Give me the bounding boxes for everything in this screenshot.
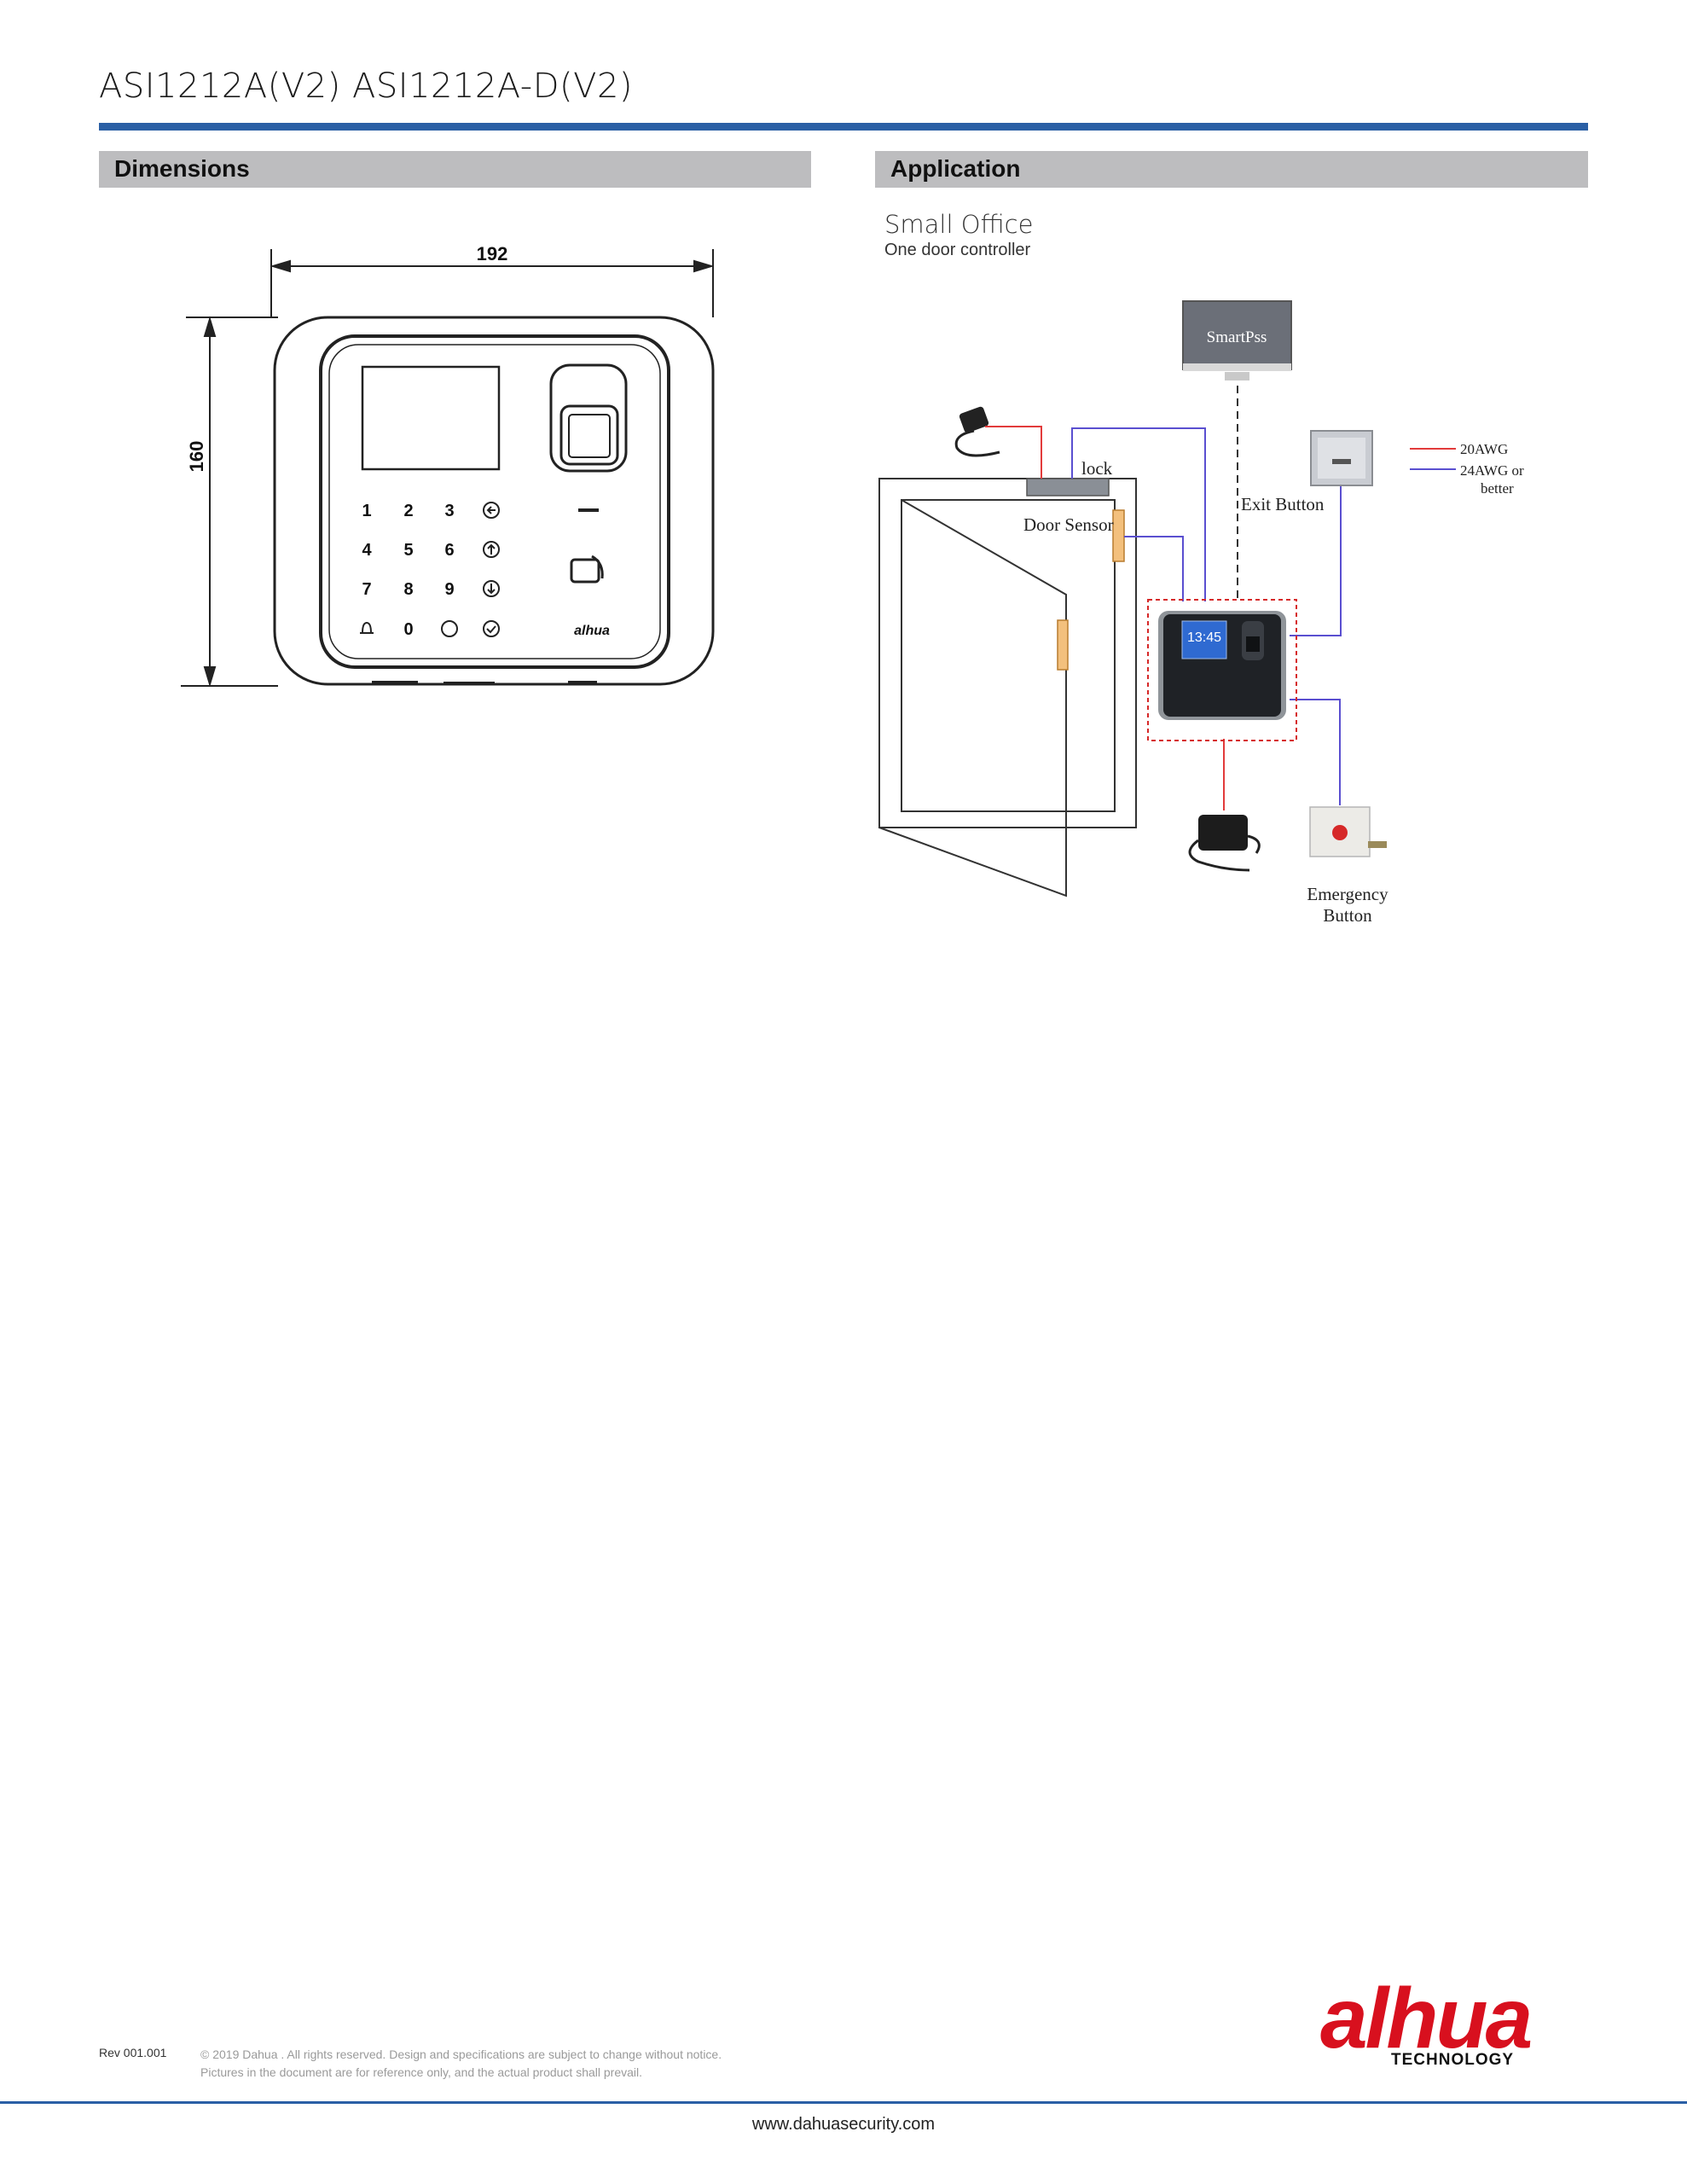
application-heading: Application <box>890 155 1021 182</box>
keypad-key: 0 <box>403 620 413 639</box>
keypad-key: 2 <box>403 502 413 520</box>
door-handle-sensor <box>1057 619 1069 671</box>
up-key-icon <box>483 541 500 558</box>
legend-24awg-label-2: better <box>1481 480 1514 497</box>
keypad-key: 7 <box>362 580 371 599</box>
keypad-key: 6 <box>444 541 454 560</box>
fingerprint-module <box>549 363 628 473</box>
copyright-line: Pictures in the document are for referen… <box>200 2065 643 2079</box>
footer-rule <box>0 2101 1687 2104</box>
document-title: ASI1212A(V2) ASI1212A-D(V2) <box>99 67 634 106</box>
revision-label: Rev 001.001 <box>99 2046 167 2059</box>
dimensions-heading: Dimensions <box>114 155 250 182</box>
lock-power-wire <box>985 426 1042 479</box>
fingerprint-sensor-window <box>568 414 611 458</box>
dahua-logo-subtitle: TECHNOLOGY <box>1391 2051 1515 2069</box>
keypad-key: 5 <box>403 541 413 560</box>
application-section-bar: Application <box>875 151 1588 188</box>
back-key-icon <box>483 502 500 519</box>
fingerprint-sensor-frame <box>559 404 619 466</box>
exit-button-label: Exit Button <box>1241 494 1325 514</box>
door-frame <box>878 478 1137 828</box>
application-subtitle: Small Office <box>884 210 1034 239</box>
card-reader-icon <box>570 558 600 584</box>
keypad-key: 3 <box>444 502 454 520</box>
lock-signal-wire <box>1071 427 1206 601</box>
menu-key-icon <box>441 620 458 637</box>
keypad-key: 4 <box>362 541 372 560</box>
door-sensor-wire <box>1124 536 1184 601</box>
device-outer-housing <box>273 316 715 686</box>
device-front-panel <box>319 334 670 669</box>
legend-20awg-label: 20AWG <box>1460 441 1508 457</box>
device-brand-mark: alhua <box>574 624 610 638</box>
website-url: www.dahuasecurity.com <box>751 2115 936 2134</box>
keypad-key: 8 <box>403 580 413 599</box>
door-leaf <box>878 499 1067 897</box>
exit-button-wire <box>1290 482 1342 636</box>
width-label: 192 <box>477 243 508 264</box>
device-inner-bezel <box>328 344 661 659</box>
smartpss-label: SmartPss <box>1207 328 1267 346</box>
magnetic-lock <box>1026 478 1110 497</box>
copyright-notice: © 2019 Dahua . All rights reserved. Desi… <box>200 2046 722 2082</box>
device-power-adapter-icon <box>1188 815 1261 872</box>
height-arrow-bottom <box>203 666 217 688</box>
emergency-button-icon <box>1309 806 1387 857</box>
lock-power-adapter-icon <box>954 406 1000 457</box>
title-rule <box>99 123 1588 131</box>
door-sensor-label: Door Sensor <box>1023 514 1114 535</box>
emergency-button-wire <box>1290 699 1341 805</box>
copyright-line: © 2019 Dahua . All rights reserved. Desi… <box>200 2048 722 2061</box>
keypad-key: 1 <box>362 502 371 520</box>
emergency-label: Emergency <box>1307 884 1388 904</box>
dimensions-section-bar: Dimensions <box>99 151 811 188</box>
access-controller-device: 13:45 <box>1158 611 1286 720</box>
emergency-label-2: Button <box>1323 905 1372 926</box>
lock-label: lock <box>1081 458 1113 479</box>
controller-highlight-box <box>1147 599 1297 741</box>
bell-key-icon <box>360 621 374 634</box>
dahua-logo: alhua <box>1320 1971 1533 2066</box>
width-arrow-right <box>693 259 715 273</box>
keypad-key: 9 <box>444 580 454 599</box>
application-caption: One door controller <box>884 241 1031 259</box>
monitor-icon: SmartPss <box>1182 300 1292 380</box>
height-label: 160 <box>186 441 207 473</box>
door-sensor <box>1112 509 1125 562</box>
confirm-key-icon <box>483 620 500 637</box>
door-opening <box>901 499 1116 812</box>
down-key-icon <box>483 580 500 597</box>
exit-button-icon <box>1310 430 1373 486</box>
device-screen <box>361 365 501 471</box>
height-arrow-top <box>203 316 217 337</box>
legend-24awg-label: 24AWG or <box>1460 462 1524 479</box>
device-time: 13:45 <box>1187 630 1221 645</box>
width-arrow-left <box>270 259 291 273</box>
card-wave-icon <box>591 555 604 579</box>
